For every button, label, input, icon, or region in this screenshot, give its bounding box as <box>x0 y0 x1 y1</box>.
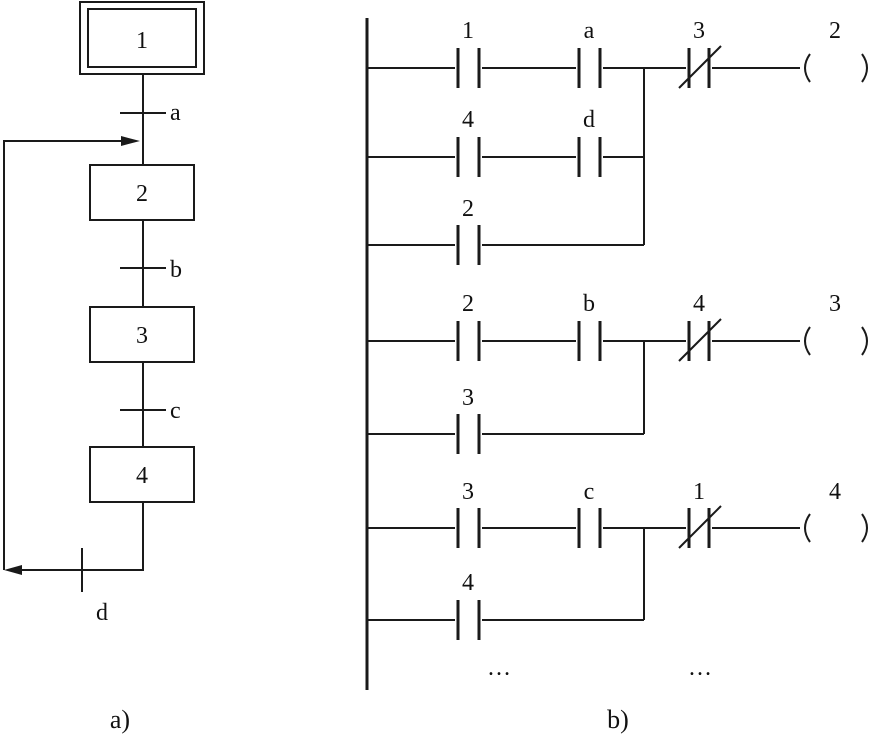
coil-open <box>804 513 811 543</box>
sfc-step-3-label: 3 <box>136 323 148 349</box>
coil-label: 4 <box>829 479 841 505</box>
caption-b: b) <box>607 705 629 734</box>
sfc-step-1-label: 1 <box>136 28 148 54</box>
caption-a: a) <box>110 705 130 734</box>
nc-slash <box>678 505 722 549</box>
ladder-diagram: 1 a 3 2 4 d 2 <box>365 18 868 734</box>
contact-label: d <box>583 107 595 133</box>
sfc-loop-line <box>3 140 126 570</box>
coil-close <box>861 513 868 543</box>
interlock-label: 1 <box>693 479 705 505</box>
sfc-diagram: 1 a 2 b 3 c 4 d a) <box>3 1 205 734</box>
sfc-transition-b-label: b <box>170 257 182 283</box>
contact-label: 3 <box>462 479 474 505</box>
coil-label: 3 <box>829 291 841 317</box>
nc-slash <box>678 318 722 362</box>
sfc-loop-arrow <box>121 136 140 146</box>
contact-label: 2 <box>462 291 474 317</box>
ellipsis-left: … <box>487 655 511 681</box>
sfc-transition-a-label: a <box>170 100 181 126</box>
interlock-label: 4 <box>693 291 705 317</box>
contact-label: 4 <box>462 570 474 596</box>
coil-open <box>804 53 811 83</box>
sfc-step-2-label: 2 <box>136 181 148 207</box>
coil-close <box>861 326 868 356</box>
rung-2: 2 b 4 3 3 <box>367 291 868 454</box>
sfc-step-4 <box>89 446 195 503</box>
nc-slash <box>678 45 722 89</box>
sfc-step-3 <box>89 306 195 363</box>
sfc-return-arrow <box>4 565 22 575</box>
sfc-transition-c-label: c <box>170 398 181 424</box>
sfc-transition-d-label: d <box>96 600 108 626</box>
contact-label: 1 <box>462 18 474 44</box>
contact-label: 2 <box>462 196 474 222</box>
rung-1: 1 a 3 2 4 d 2 <box>367 18 868 265</box>
sfc-step-initial: 1 <box>79 1 205 75</box>
contact-label: 4 <box>462 107 474 133</box>
coil-label: 2 <box>829 18 841 44</box>
sfc-return-line <box>14 502 144 571</box>
interlock-label: 3 <box>693 18 705 44</box>
ellipsis-right: … <box>688 655 712 681</box>
contact-label: c <box>584 479 595 505</box>
coil-close <box>861 53 868 83</box>
coil-open <box>804 326 811 356</box>
contact-label: 3 <box>462 385 474 411</box>
contact-label: b <box>583 291 595 317</box>
sfc-step-4-label: 4 <box>136 463 148 489</box>
contact-label: a <box>584 18 595 44</box>
rung-3: 3 c 1 4 4 <box>367 479 868 640</box>
sfc-step-2 <box>89 164 195 221</box>
